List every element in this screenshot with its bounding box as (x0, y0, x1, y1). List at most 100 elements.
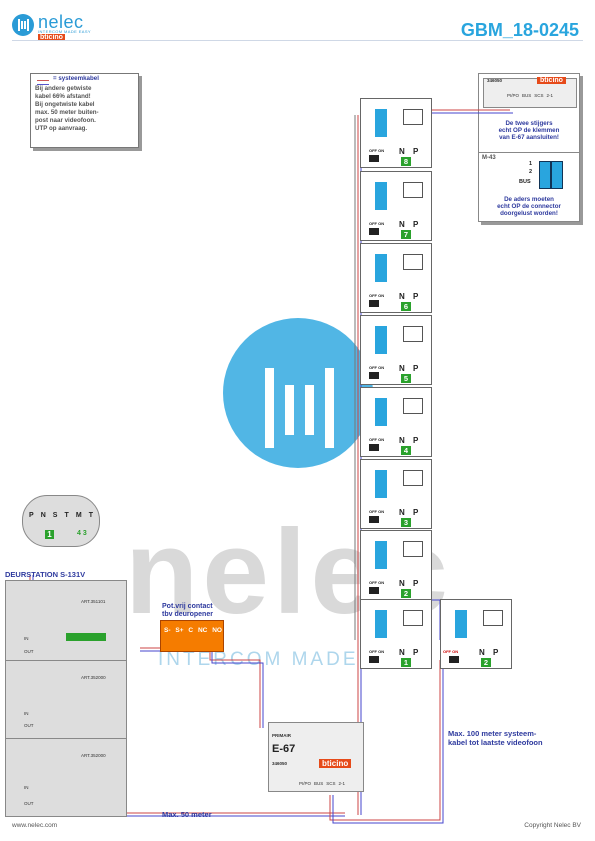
n-label: N (399, 579, 405, 588)
legend-box: = systeemkabel Bij andere getwiste kabel… (30, 73, 139, 148)
legend-title: = systeemkabel (53, 75, 99, 82)
dip-label: T (64, 512, 69, 519)
off-on-label: OFF ON (443, 649, 459, 654)
apartment-number: 2 (401, 589, 411, 598)
p-label: P (413, 436, 419, 445)
watermark-subtext: INTERCOM MADE EASY (158, 649, 430, 670)
videophone-icon (403, 610, 423, 626)
off-on-label: OFF ON (369, 148, 385, 153)
note-line: kabel tot laatste videofoon (448, 738, 543, 747)
videophone-icon (403, 541, 423, 557)
apartment-unit-2: OFF ON N P 2 (360, 530, 432, 600)
module-out-label: OUT (24, 801, 34, 806)
legend-line: kabel 66% afstand! (35, 93, 91, 100)
m43-module-icon (375, 541, 387, 569)
note-line: van E-67 aansluiten! (499, 134, 559, 141)
m43-module-icon (375, 326, 387, 354)
n-label: N (399, 292, 405, 301)
brand-logo: nelec INTERCOM MADE EASY bticino (12, 12, 102, 41)
apartment-number: 1 (401, 658, 411, 667)
videophone-icon (403, 326, 423, 342)
terminal-label: BUS (522, 93, 532, 98)
terminal-block (66, 633, 106, 641)
n-label: N (399, 220, 405, 229)
videophone-icon (403, 109, 423, 125)
dip-label: N (40, 512, 46, 519)
relay-title-line: Pot.vrij contact (162, 603, 213, 610)
note-line: doorgelust worden! (500, 210, 558, 217)
door-station-module-2: ART.352000 IN OUT (5, 660, 127, 740)
apartment-unit-8: OFF ON N P 8 (360, 98, 432, 168)
off-on-switch[interactable] (369, 656, 379, 663)
m43-module-icon (455, 610, 467, 638)
p-label: P (493, 648, 499, 657)
n-label: N (399, 436, 405, 445)
relay-terminal-labels: S- S+ C NC NO (164, 627, 222, 634)
dip-label: S (52, 512, 58, 519)
nelec-logo-icon (12, 14, 34, 36)
header-divider (12, 40, 583, 41)
module-in-label: IN (24, 711, 29, 716)
brand-tagline: INTERCOM MADE EASY (38, 29, 91, 34)
module-in-label: IN (24, 785, 29, 790)
e67-detail-note: De twee stijgers echt OP de klemmen van … (481, 120, 577, 141)
legend-line: Bij ongetwiste kabel (35, 101, 95, 108)
off-on-switch[interactable] (369, 155, 379, 162)
off-on-switch[interactable] (369, 300, 379, 307)
terminal-label: PI/PO (507, 93, 520, 98)
e67-code: 346050 (272, 761, 288, 766)
apartment-number: 5 (401, 374, 411, 383)
document-id: GBM_18-0245 (460, 20, 579, 40)
footer-copyright: Copyright Nelec BV (524, 822, 581, 829)
p-label: P (413, 364, 419, 373)
off-on-switch[interactable] (369, 372, 379, 379)
off-on-switch[interactable] (449, 656, 459, 663)
e67-name: E-67 (272, 743, 296, 755)
note-line: De twee stijgers (505, 120, 553, 127)
m43-detail-box: M-43 1 2 BUS De aders moeten echt OP de … (478, 152, 580, 222)
terminal-label: PI/PO (299, 781, 312, 786)
note-line: Max. 100 meter systeem- (448, 729, 537, 738)
relay-module: S- S+ C NC NO (160, 620, 224, 652)
watermark-bar (305, 385, 314, 435)
n-label: N (399, 508, 405, 517)
dip-value-2: 4 3 (77, 530, 87, 537)
apartment-unit-7: OFF ON N P 7 (360, 171, 432, 241)
off-on-label: OFF ON (369, 580, 385, 585)
m43-note: De aders moeten echt OP de connector doo… (481, 196, 577, 217)
n-label: N (399, 147, 405, 156)
dip-label: T (88, 512, 93, 519)
dip-switch-labels: P N S T M T (29, 512, 93, 522)
module-code: ART.351101 (81, 599, 106, 604)
module-in-label: IN (24, 636, 29, 641)
n-label: N (479, 648, 485, 657)
off-on-switch[interactable] (369, 516, 379, 523)
apartment-unit-extra: OFF ON N P 2 (440, 599, 512, 669)
off-on-switch[interactable] (369, 587, 379, 594)
off-on-label: OFF ON (369, 437, 385, 442)
watermark-bar (285, 385, 294, 435)
off-on-label: OFF ON (369, 365, 385, 370)
terminal-label: BUS (314, 781, 324, 786)
m43-label: BUS (519, 179, 531, 185)
off-on-switch[interactable] (369, 444, 379, 451)
e67-detail-terminal-labels: PI/PO BUS SCS 2-1 (507, 93, 577, 98)
m43-connector (551, 161, 563, 189)
apartment-number: 6 (401, 302, 411, 311)
m43-connector (539, 161, 551, 189)
p-label: P (413, 648, 419, 657)
e67-terminal-labels: PI/PO BUS SCS 2-1 (299, 781, 345, 786)
footer-website: www.nelec.com (12, 822, 58, 829)
door-station-module-1: ART.351101 IN OUT (5, 580, 127, 662)
legend-line: post naar videofoon. (35, 117, 96, 124)
apartment-number: 2 (481, 658, 491, 667)
max-50-note: Max. 50 meter (162, 810, 212, 819)
note-line: echt OP de connector (497, 203, 561, 210)
off-on-switch[interactable] (369, 228, 379, 235)
relay-terminal: S+ (175, 627, 184, 634)
module-out-label: OUT (24, 723, 34, 728)
m43-module-icon (375, 610, 387, 638)
videophone-icon (483, 610, 503, 626)
legend-line: max. 50 meter buiten- (35, 109, 99, 116)
watermark-bar (265, 368, 274, 448)
